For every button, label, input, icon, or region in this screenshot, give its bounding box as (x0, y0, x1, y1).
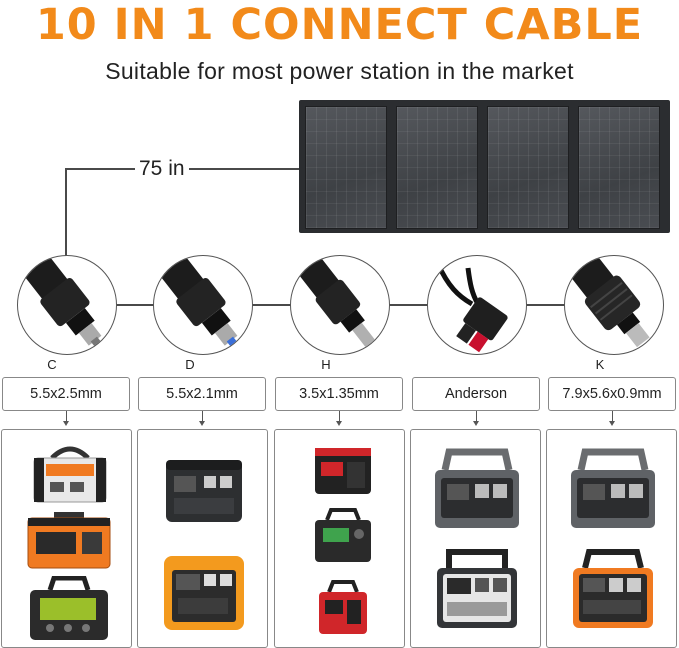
compatible-devices-column (546, 429, 677, 648)
cable-length-label: 75 in (135, 155, 189, 183)
arrow-down-icon (609, 411, 615, 426)
compatible-devices-column (274, 429, 405, 648)
power-station-image (315, 508, 371, 562)
headline: 10 IN 1 CONNECT CABLE (35, 0, 644, 50)
connector-spec-label: 5.5x2.5mm (2, 377, 130, 411)
solar-cell (578, 106, 660, 229)
dc-barrel-plug-icon (290, 255, 390, 355)
connector-letter: H (321, 357, 331, 372)
power-station-image (30, 576, 108, 640)
cable-line (252, 304, 293, 306)
arrow-down-icon (473, 411, 479, 426)
connector-letter: C (47, 357, 57, 372)
power-station-image (573, 549, 653, 628)
power-station-image (435, 448, 519, 528)
connector-spec-label: 3.5x1.35mm (275, 377, 403, 411)
arrow-down-icon (336, 411, 342, 426)
compatible-devices-column (137, 429, 268, 648)
compatible-devices-column (410, 429, 541, 648)
dc-barrel-plug-icon (17, 255, 117, 355)
dc-barrel-plug-icon (153, 255, 253, 355)
power-station-image (33, 446, 107, 503)
solar-cell (487, 106, 569, 229)
cable-line (65, 168, 67, 256)
connector-letter: K (595, 357, 605, 372)
solar-panel-image (299, 100, 670, 233)
cable-line (526, 304, 566, 306)
solar-cell (396, 106, 478, 229)
power-station-image (166, 460, 242, 522)
dc-barrel-plug-icon (564, 255, 664, 355)
solar-cell (305, 106, 387, 229)
cable-line (115, 304, 159, 306)
connector-spec-label: Anderson (412, 377, 540, 411)
power-station-image (164, 556, 244, 630)
power-station-image (571, 448, 655, 528)
cable-line (389, 304, 430, 306)
subtitle: Suitable for most power station in the m… (105, 58, 574, 84)
power-station-image (315, 448, 371, 494)
arrow-down-icon (63, 411, 69, 426)
connector-spec-label: 7.9x5.6x0.9mm (548, 377, 676, 411)
connector-letter: D (185, 357, 195, 372)
arrow-down-icon (199, 411, 205, 426)
power-station-image (437, 549, 517, 628)
anderson-plug-icon (427, 255, 527, 355)
power-station-image (27, 512, 111, 569)
compatible-devices-column (1, 429, 132, 648)
connector-letter (427, 357, 527, 373)
connector-spec-label: 5.5x2.1mm (138, 377, 266, 411)
power-station-image (319, 580, 367, 634)
